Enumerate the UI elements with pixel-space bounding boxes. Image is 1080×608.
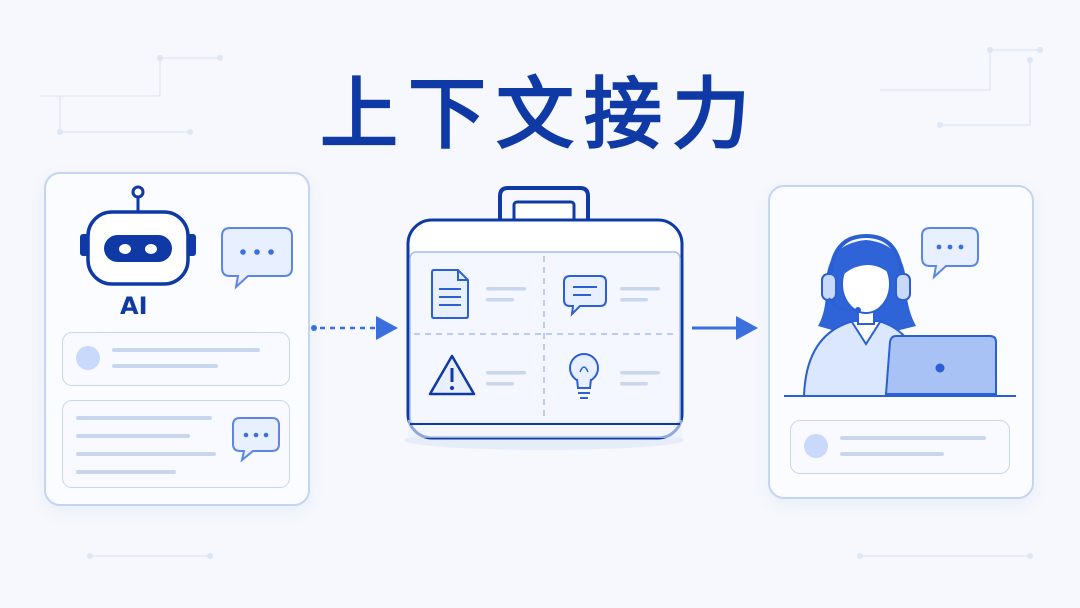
avatar-placeholder (804, 434, 828, 458)
ai-label: AI (120, 292, 148, 320)
page-title: 上下文接力 (319, 70, 760, 160)
agent-message-card (790, 420, 1010, 474)
ai-message-card (62, 332, 290, 386)
chat-bubble-icon (232, 417, 280, 463)
avatar-placeholder (76, 346, 100, 370)
